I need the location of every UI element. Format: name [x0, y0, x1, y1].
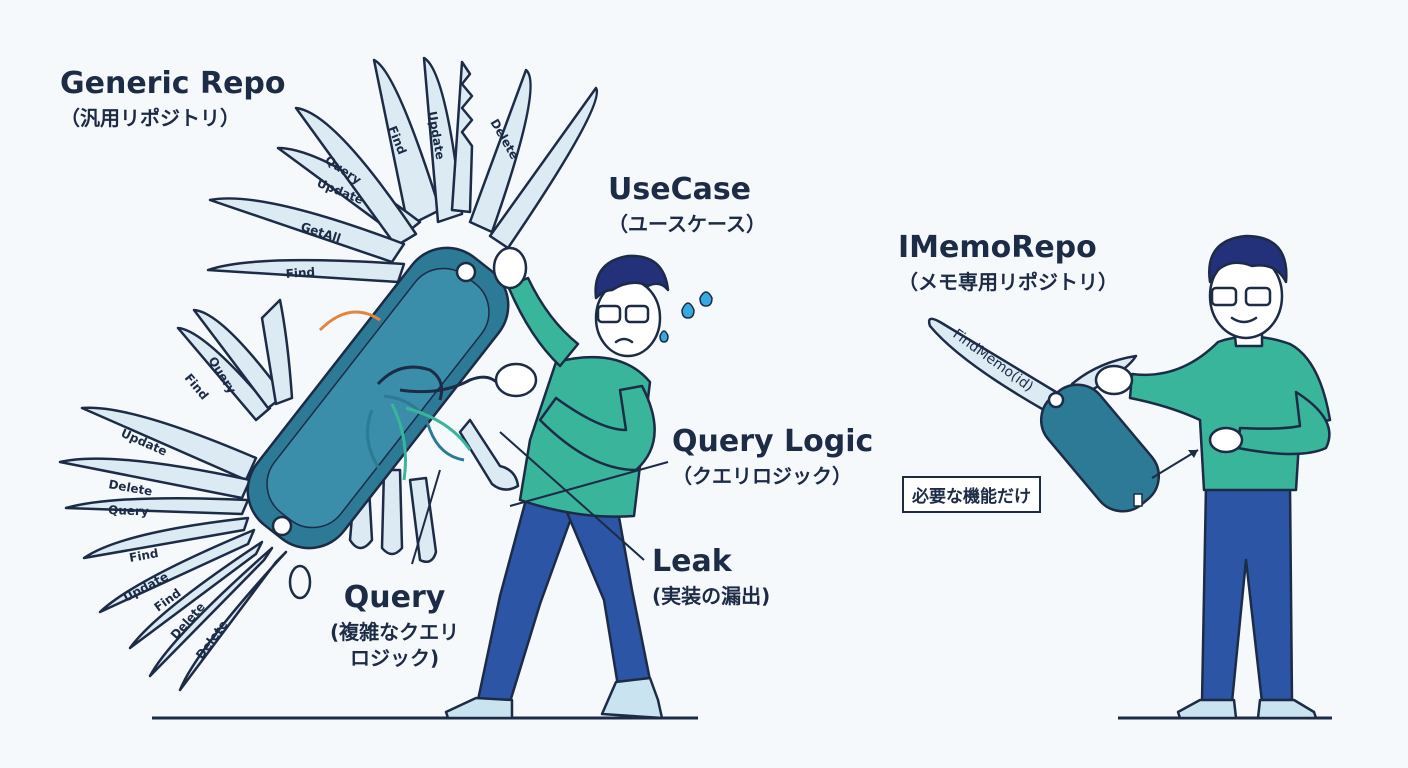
blade-find-mid	[206, 258, 406, 284]
key-ring	[288, 564, 312, 600]
generic-repo-subtitle: （汎用リポジトリ）	[60, 106, 240, 130]
tool-hook-3	[408, 476, 438, 563]
calm-smile	[1230, 316, 1258, 324]
pointer-lines	[411, 431, 669, 565]
leak-title: Leak	[652, 544, 732, 579]
knife-rivet-bottom	[271, 515, 293, 537]
person-glasses-left	[596, 304, 622, 324]
usecase-label: UseCase （ユースケース）	[608, 172, 766, 236]
memo-knife-rivet	[1047, 391, 1065, 409]
generic-repo-label: Generic Repo （汎用リポジトリ）	[60, 66, 286, 130]
blade-delete-bottom	[148, 546, 274, 678]
generic-repo-title: Generic Repo	[60, 66, 286, 101]
memo-blade	[927, 317, 1058, 412]
calm-arm-front	[1236, 390, 1331, 456]
generic-repo-knife	[58, 56, 599, 692]
query-logic-subtitle: （クエリロジック）	[672, 464, 852, 488]
query-logic-label: Query Logic （クエリロジック）	[672, 424, 873, 488]
memo-knife-clip	[1133, 493, 1143, 507]
blade-update-low	[80, 406, 258, 482]
blade-find-bottom	[128, 540, 264, 650]
calm-glasses-left	[1210, 286, 1238, 307]
tool-hook-2	[380, 468, 404, 556]
blade-extra-top	[488, 86, 599, 250]
person-arm-upper	[506, 276, 580, 368]
blade-saw	[450, 60, 474, 214]
calm-glasses-right	[1244, 286, 1272, 307]
usecase-title: UseCase	[608, 172, 752, 207]
query-label: Query (複雑なクエリ ロジック)	[330, 580, 459, 670]
calm-hair	[1208, 234, 1288, 284]
memo-blade-label: FindMemo(id)	[950, 326, 1036, 395]
blade-update-mid	[294, 106, 418, 248]
blade-delete-top	[468, 68, 532, 234]
pointer-query-logic	[509, 461, 669, 507]
person-glasses-right	[624, 304, 650, 324]
blade-find-lower	[82, 516, 250, 560]
calm-person	[1094, 234, 1332, 720]
query-logic-title: Query Logic	[672, 424, 874, 459]
sweat-drop-1	[681, 302, 695, 319]
blade-delete-low	[58, 457, 252, 500]
blade-label-7: Find	[285, 265, 315, 281]
pointer-query	[411, 469, 441, 565]
query-subtitle-1: (複雑なクエリ	[330, 620, 460, 644]
person-left-shoe	[444, 696, 514, 720]
memo-repo-subtitle: （メモ専用リポジトリ）	[898, 270, 1118, 294]
pointer-callout	[1151, 449, 1199, 479]
person-worried-mouth	[614, 337, 634, 344]
blade-tall-low	[260, 298, 294, 406]
pointer-leak	[499, 431, 645, 561]
pointer-callout-arrowhead	[1188, 450, 1198, 458]
knife-rivet-top	[455, 261, 477, 283]
calm-hand-knife	[1094, 364, 1134, 396]
memo-repo-knife	[927, 317, 1161, 513]
blade-delete-bottom2	[178, 550, 288, 692]
blade-update-lower	[98, 528, 256, 614]
calm-right-shoe	[1256, 698, 1318, 720]
blade-getall	[208, 197, 406, 264]
callout-box: 必要な機能だけ	[902, 476, 1041, 513]
calm-left-shoe	[1176, 698, 1238, 720]
sweat-drop-2	[699, 291, 713, 307]
tangled-wires	[318, 310, 502, 481]
person-arm-lower	[538, 384, 656, 472]
calm-pants	[1200, 484, 1294, 704]
memo-repo-label: IMemoRepo （メモ専用リポジトリ）	[898, 230, 1118, 294]
sweat-drop-3	[659, 330, 669, 343]
person-hand-top	[492, 246, 528, 290]
person-left-pants	[476, 490, 576, 704]
callout-text: 必要な機能だけ	[912, 487, 1031, 507]
blade-label-8: Find	[182, 371, 212, 403]
blade-label-12: Query	[108, 503, 149, 518]
sweat-drops	[659, 291, 713, 343]
leak-label: Leak (実装の漏出)	[652, 544, 770, 608]
usecase-subtitle: （ユースケース）	[608, 212, 766, 236]
person-hair	[594, 254, 670, 300]
query-title: Query	[343, 580, 446, 615]
blade-query-lower	[64, 496, 250, 516]
memo-repo-title: IMemoRepo	[898, 230, 1097, 265]
calm-hand-point	[1208, 426, 1244, 454]
query-subtitle-2: ロジック)	[350, 646, 440, 670]
person-right-shoe	[600, 676, 664, 720]
person-hand-low	[494, 362, 538, 398]
struggling-person	[444, 246, 670, 720]
tool-wrench	[458, 418, 520, 491]
blade-label-13: Find	[128, 546, 159, 565]
leak-subtitle: (実装の漏出)	[652, 584, 771, 608]
